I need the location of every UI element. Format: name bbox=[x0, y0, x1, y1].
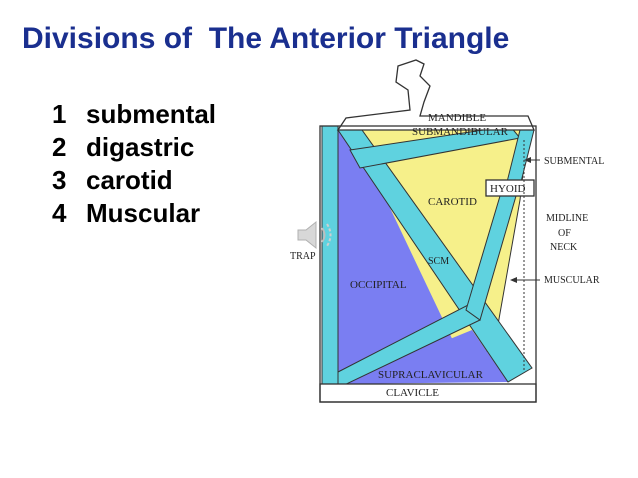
label-carotid: CAROTID bbox=[428, 196, 477, 208]
list-item: 2 digastric bbox=[52, 131, 216, 164]
label-midline-of: OF bbox=[558, 228, 571, 239]
diagram-border bbox=[319, 125, 537, 403]
label-occipital: OCCIPITAL bbox=[350, 279, 407, 291]
speaker-icon[interactable] bbox=[296, 218, 340, 257]
item-number: 4 bbox=[52, 198, 67, 228]
speaker-icon-graphic bbox=[297, 220, 332, 250]
label-midline: MIDLINE bbox=[546, 213, 589, 224]
list-item: 1 submental bbox=[52, 98, 216, 131]
mandible-bone bbox=[336, 59, 535, 131]
label-submandibular: SUBMANDIBULAR bbox=[412, 126, 508, 138]
item-text: digastric bbox=[86, 132, 195, 162]
supraclavicular-region bbox=[340, 330, 508, 384]
list-item: 3 carotid bbox=[52, 164, 216, 197]
item-number: 3 bbox=[52, 165, 67, 195]
item-text: submental bbox=[86, 99, 217, 129]
label-clavicle: CLAVICLE bbox=[386, 387, 439, 399]
division-list: 1 submental 2 digastric 3 carotid 4 Muscular bbox=[52, 98, 216, 230]
submental-arrowhead bbox=[524, 157, 531, 163]
item-text: Muscular bbox=[86, 198, 201, 228]
label-neck: NECK bbox=[550, 242, 578, 253]
muscular-arrowhead bbox=[510, 277, 517, 283]
label-scm: SCM bbox=[428, 256, 450, 267]
item-number: 1 bbox=[52, 99, 67, 129]
list-item: 4 Muscular bbox=[52, 197, 216, 230]
label-trap: TRAP bbox=[290, 251, 316, 262]
label-mandible: MANDIBLE bbox=[428, 112, 487, 124]
slide-title: Divisions of The Anterior Triangle bbox=[22, 22, 510, 55]
label-muscular: MUSCULAR bbox=[544, 275, 600, 286]
item-text: carotid bbox=[86, 165, 173, 195]
hyoid-bone bbox=[485, 179, 535, 197]
label-hyoid: HYOID bbox=[490, 183, 526, 195]
occipital-region bbox=[332, 128, 466, 384]
label-supraclavicular: SUPRACLAVICULAR bbox=[378, 369, 483, 381]
item-number: 2 bbox=[52, 132, 67, 162]
label-submental: SUBMENTAL bbox=[544, 156, 605, 167]
